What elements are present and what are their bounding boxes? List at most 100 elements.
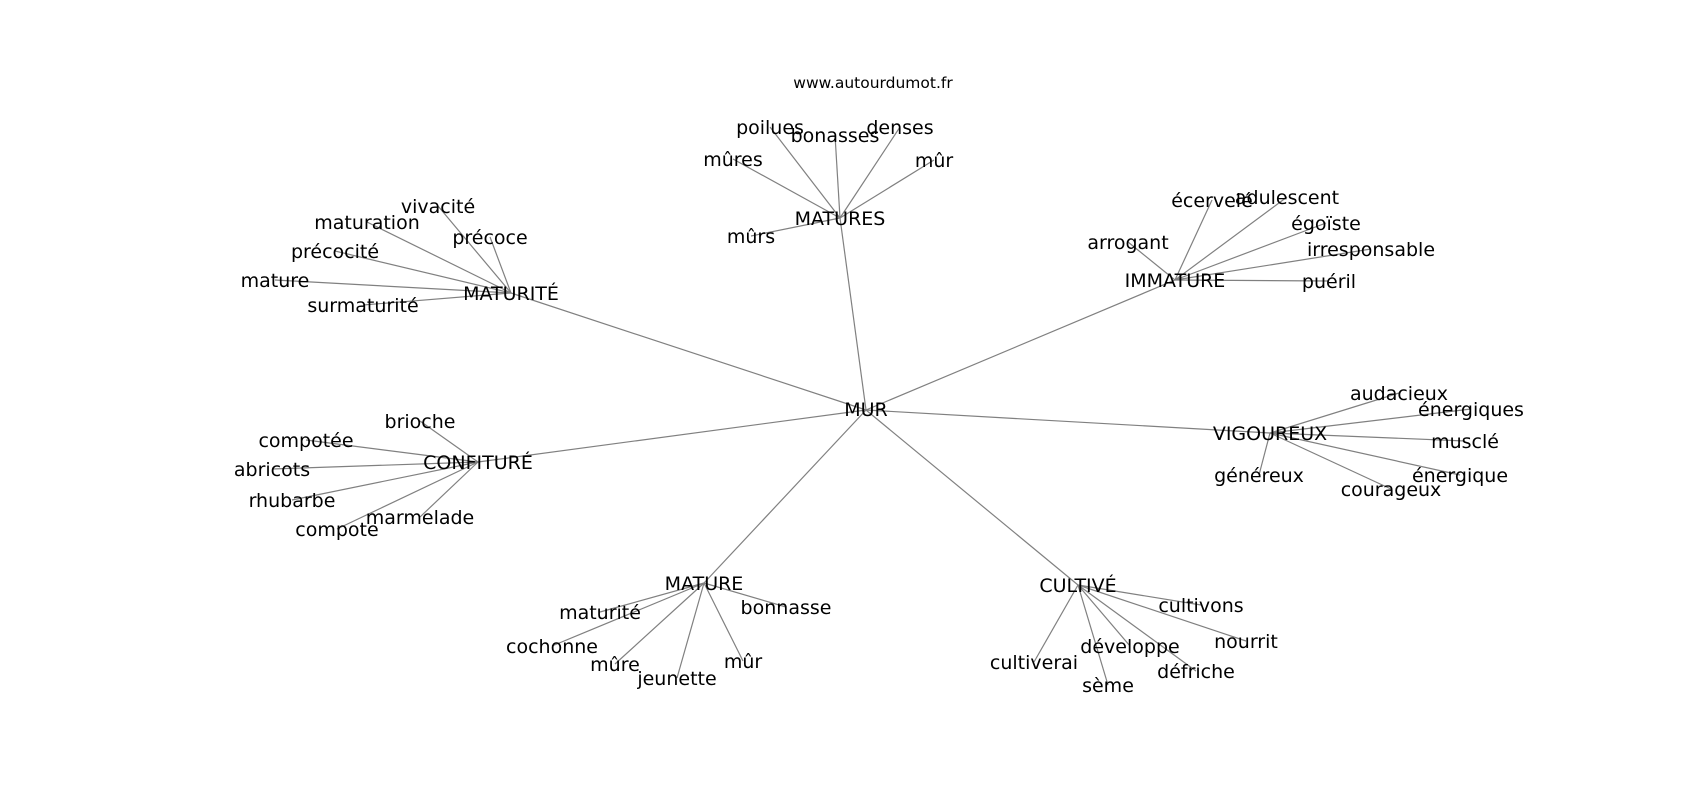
edge-vigoureux-leaf-5 (1269, 432, 1392, 490)
leaf-label-maturite-1: maturation (314, 212, 420, 234)
hub-label-matures: MATURES (795, 208, 886, 230)
edge-cultive-leaf-5 (1077, 584, 1109, 686)
leaf-label-confiture-5: compote (295, 519, 378, 541)
leaf-label-confiture-4: marmelade (366, 507, 475, 529)
edge-vigoureux-leaf-0 (1269, 392, 1400, 434)
edge-confiture-leaf-0 (419, 420, 479, 463)
edge-center-immature (865, 279, 1176, 411)
labels-layer: www.autourdumot.fr MUR MATURESpoiluesbon… (234, 74, 1524, 697)
leaf-label-matures-5: mûrs (727, 226, 775, 248)
leaf-label-mature-3: mûre (590, 654, 640, 676)
leaf-label-matures-1: bonasses (791, 125, 880, 147)
edge-confiture-leaf-1 (305, 439, 479, 463)
leaf-label-cultive-2: développe (1080, 636, 1179, 658)
hub-label-immature: IMMATURE (1125, 270, 1226, 292)
edge-vigoureux-leaf-4 (1269, 432, 1461, 476)
edge-matures-leaf-2 (839, 126, 901, 219)
leaf-label-cultive-0: cultivons (1158, 595, 1243, 617)
leaf-label-matures-4: mûr (915, 150, 954, 172)
edge-mature-leaf-1 (703, 582, 787, 608)
leaf-label-immature-3: arrogant (1087, 232, 1168, 254)
edge-matures-leaf-3 (732, 158, 841, 219)
edges-layer (271, 126, 1472, 686)
edge-vigoureux-leaf-1 (1269, 408, 1472, 434)
leaf-label-confiture-1: compotée (258, 430, 353, 452)
edge-matures-leaf-5 (750, 217, 841, 237)
edge-maturite-leaf-1 (366, 221, 512, 294)
edge-mature-leaf-5 (676, 582, 705, 679)
leaf-label-matures-2: denses (866, 117, 933, 139)
edge-matures-leaf-4 (839, 159, 935, 219)
leaf-label-confiture-2: abricots (234, 459, 310, 481)
edge-maturite-leaf-2 (489, 236, 512, 294)
leaf-label-cultive-4: défriche (1157, 661, 1235, 683)
leaf-label-cultive-5: sème (1082, 675, 1134, 697)
edge-confiture-leaf-5 (336, 461, 479, 530)
edge-center-mature (703, 409, 867, 584)
leaf-label-maturite-3: précocité (291, 241, 379, 263)
leaf-label-immature-5: puéril (1302, 271, 1356, 293)
hub-label-cultive: CULTIVÉ (1039, 574, 1116, 597)
edge-center-vigoureux (865, 409, 1271, 434)
hub-label-maturite: MATURITÉ (463, 282, 559, 305)
edge-immature-leaf-3 (1127, 241, 1176, 281)
leaf-label-vigoureux-5: courageux (1341, 479, 1442, 501)
edge-matures-leaf-1 (834, 134, 841, 219)
leaf-label-matures-3: mûres (703, 149, 763, 171)
hub-label-mature: MATURE (665, 573, 744, 595)
edge-cultive-leaf-4 (1077, 584, 1197, 672)
leaf-label-confiture-3: rhubarbe (249, 490, 336, 512)
edge-mature-leaf-2 (551, 582, 705, 647)
leaf-label-maturite-4: mature (241, 270, 310, 292)
edge-mature-leaf-4 (703, 582, 744, 662)
hub-label-vigoureux: VIGOUREUX (1213, 423, 1327, 445)
hub-label-confiture: CONFITURÉ (423, 451, 533, 474)
edge-confiture-leaf-4 (419, 461, 479, 518)
leaf-label-maturite-5: surmaturité (307, 295, 418, 317)
edge-vigoureux-leaf-3 (1258, 432, 1271, 476)
edge-center-cultive (865, 409, 1079, 586)
leaf-label-vigoureux-4: énergique (1412, 465, 1508, 487)
leaf-label-vigoureux-1: énergiques (1418, 399, 1524, 421)
leaf-label-cultive-1: nourrit (1214, 631, 1278, 653)
leaf-label-vigoureux-0: audacieux (1350, 383, 1448, 405)
leaf-label-mature-4: mûr (724, 651, 763, 673)
edge-vigoureux-leaf-2 (1269, 432, 1466, 442)
leaf-label-mature-2: cochonne (506, 636, 598, 658)
leaf-label-immature-2: égoïste (1291, 213, 1361, 235)
leaf-label-maturite-0: vivacité (401, 196, 475, 218)
edge-confiture-leaf-3 (291, 461, 479, 501)
edge-cultive-leaf-1 (1077, 584, 1247, 642)
leaf-label-immature-1: adulescent (1235, 187, 1339, 209)
edge-maturite-leaf-4 (274, 279, 512, 294)
edge-immature-leaf-5 (1174, 279, 1330, 282)
edge-maturite-leaf-5 (362, 292, 512, 306)
leaf-label-vigoureux-3: généreux (1214, 465, 1304, 487)
edge-immature-leaf-0 (1174, 199, 1213, 281)
leaf-label-mature-1: bonnasse (741, 597, 832, 619)
leaf-label-confiture-0: brioche (385, 411, 456, 433)
edge-immature-leaf-1 (1174, 196, 1288, 281)
leaf-label-maturite-2: précoce (452, 227, 527, 249)
edge-cultive-leaf-0 (1077, 584, 1202, 606)
leaf-label-matures-0: poilues (736, 117, 804, 139)
edge-maturite-leaf-0 (437, 205, 512, 294)
edge-cultive-leaf-3 (1033, 584, 1079, 663)
edge-mature-leaf-3 (614, 582, 705, 665)
edge-center-maturite (510, 292, 867, 411)
center-word-label: MUR (844, 399, 888, 421)
edge-matures-leaf-0 (769, 126, 841, 219)
edge-confiture-leaf-2 (271, 461, 479, 470)
leaf-label-immature-4: irresponsable (1307, 239, 1435, 261)
edge-cultive-leaf-2 (1077, 584, 1131, 647)
leaf-label-vigoureux-2: musclé (1431, 431, 1499, 453)
edge-maturite-leaf-3 (334, 250, 512, 294)
edge-center-confiture (477, 409, 867, 463)
edge-immature-leaf-4 (1174, 248, 1372, 281)
edge-mature-leaf-0 (599, 582, 705, 613)
leaf-label-immature-0: écervelé (1171, 190, 1253, 212)
leaf-label-mature-5: jeunette (636, 668, 716, 690)
leaf-label-mature-0: maturité (559, 602, 641, 624)
source-url-label: www.autourdumot.fr (793, 74, 953, 92)
